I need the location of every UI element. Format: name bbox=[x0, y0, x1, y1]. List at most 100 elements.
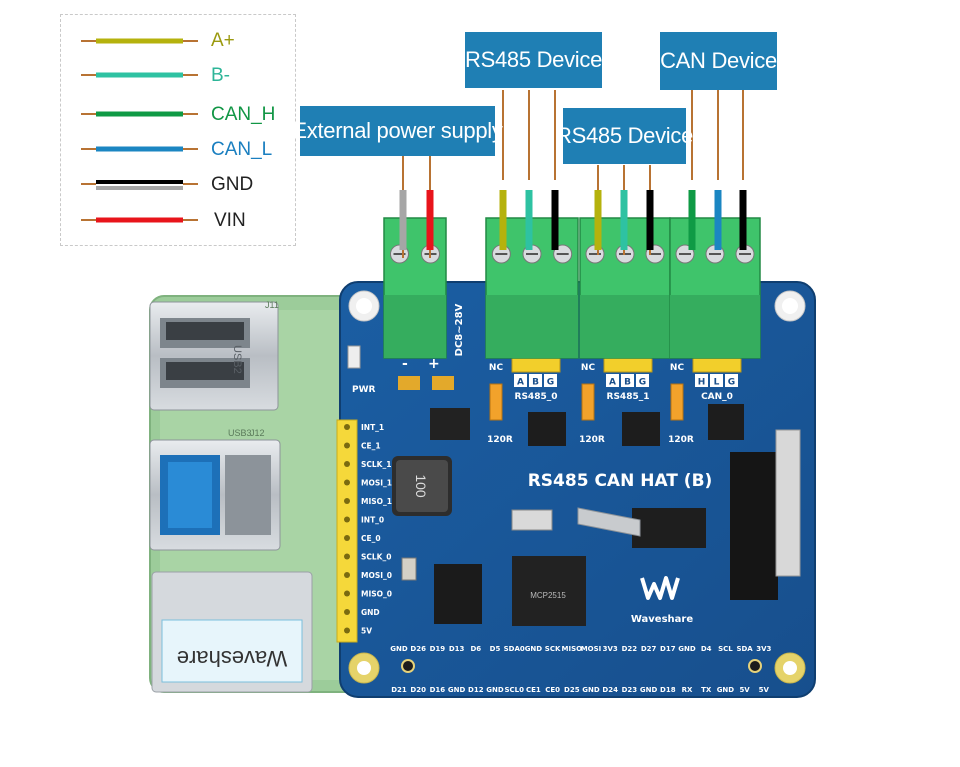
rs485-1-terminal-block bbox=[579, 217, 671, 359]
gpio-top-label: D19 bbox=[430, 645, 446, 653]
gpio-bottom-label: CE0 bbox=[545, 686, 560, 694]
wire-b-minus-0 bbox=[525, 190, 533, 250]
left-pin-label: CE_0 bbox=[361, 534, 381, 543]
left-pin-header bbox=[336, 419, 358, 643]
port-pin-label: H bbox=[698, 378, 706, 388]
gpio-top-label: GND bbox=[678, 645, 696, 653]
left-pin bbox=[344, 498, 350, 504]
wire-gnd-0 bbox=[551, 190, 559, 250]
port-pin-label: G bbox=[639, 378, 646, 388]
usb2-port bbox=[149, 301, 279, 411]
port-label-can-0: CAN_0 bbox=[701, 392, 733, 402]
nc-label: NC bbox=[670, 363, 685, 373]
gpio-header-pin bbox=[401, 659, 415, 673]
port-pin-label: G bbox=[728, 378, 735, 388]
power-inductor: 100 bbox=[392, 456, 452, 516]
left-pin bbox=[344, 479, 350, 486]
port-label-rs485-0: RS485_0 bbox=[515, 392, 558, 402]
callout-can-device: CAN Device bbox=[660, 32, 777, 90]
rs485-can-hat-board: RS485 CAN HAT (B) Waveshare DC8~28V PWR … bbox=[336, 281, 816, 698]
left-pin bbox=[344, 590, 350, 597]
pwr-led bbox=[347, 345, 361, 369]
pwr-label: PWR bbox=[352, 385, 376, 395]
left-pin bbox=[344, 553, 350, 560]
legend-label-a-plus: A+ bbox=[211, 30, 235, 51]
wire-vin-power bbox=[426, 190, 434, 250]
termination-resistor-label: 120R bbox=[668, 435, 694, 445]
left-pin-label: MOSI_0 bbox=[361, 571, 392, 580]
nc-label: NC bbox=[489, 363, 504, 373]
mounting-holes bbox=[348, 290, 806, 684]
port-pin-box bbox=[529, 374, 542, 387]
nc-label: NC bbox=[581, 363, 596, 373]
electrolytic-capacitors bbox=[398, 376, 454, 581]
gpio-bottom-label: D18 bbox=[660, 686, 676, 694]
wire-legend: A+ B- CAN_H CAN_L GND VIN bbox=[60, 14, 296, 246]
wire-can-l bbox=[714, 190, 722, 250]
terminal-lower bbox=[580, 295, 670, 358]
left-pin bbox=[344, 442, 350, 449]
left-pin bbox=[344, 627, 350, 634]
legend-label-gnd: GND bbox=[211, 174, 254, 195]
left-pin bbox=[344, 609, 350, 615]
gpio-top-label: SCL bbox=[718, 645, 733, 653]
port-pin-label: B bbox=[624, 378, 631, 388]
wire-b-minus-1 bbox=[620, 190, 628, 250]
legend-label-b-minus: B- bbox=[211, 65, 230, 86]
gpio-bottom-label: GND bbox=[717, 686, 735, 694]
gpio-top-label: SDA0 bbox=[504, 645, 525, 653]
gpio-bottom-label: CE1 bbox=[526, 686, 541, 694]
pi-label-j11: J11 bbox=[265, 300, 279, 310]
gpio-top-label: GND bbox=[525, 645, 543, 653]
gpio-top-label: D5 bbox=[490, 645, 501, 653]
rs485-0-terminal-block bbox=[485, 217, 579, 359]
gpio-top-label: D4 bbox=[701, 645, 712, 653]
gpio-bottom-label: TX bbox=[701, 686, 712, 694]
gpio-bottom-label: D24 bbox=[602, 686, 618, 694]
wire-a-plus-1 bbox=[594, 190, 602, 250]
gpio-top-label: D6 bbox=[470, 645, 481, 653]
gpio-header-pin bbox=[748, 659, 762, 673]
terminal-lower bbox=[670, 295, 760, 358]
left-pin bbox=[344, 516, 350, 523]
gpio-top-label: 3V3 bbox=[756, 645, 771, 653]
left-pin bbox=[344, 535, 350, 541]
callout-rs485-device-1: RS485 Device bbox=[465, 32, 602, 88]
polarity-plus: + bbox=[428, 356, 440, 372]
left-pin bbox=[344, 461, 350, 467]
inductor-label: 100 bbox=[413, 474, 429, 498]
pi-label-usb2: USB2 bbox=[231, 345, 243, 374]
left-pin-label: INT_1 bbox=[361, 423, 384, 432]
legend-label-vin: VIN bbox=[214, 210, 246, 231]
integrated-circuits: MCP2515 bbox=[430, 404, 778, 626]
gpio-top-label: GND bbox=[390, 645, 408, 653]
gpio-top-label: D13 bbox=[449, 645, 465, 653]
terminal-lower bbox=[384, 295, 446, 358]
callout-external-power-supply: External power supply bbox=[292, 106, 503, 156]
gpio-bottom-label: 5V bbox=[759, 686, 770, 694]
pi-label-usb3: USB3 bbox=[228, 428, 252, 438]
gpio-top-label: D22 bbox=[622, 645, 638, 653]
gpio-top-label: SDA bbox=[736, 645, 753, 653]
port-pin-label: G bbox=[547, 378, 554, 388]
left-pin-label: SCLK_0 bbox=[361, 553, 391, 562]
crystal-oscillator bbox=[577, 507, 641, 537]
gpio-top-label: D26 bbox=[410, 645, 426, 653]
gpio-bottom-label: D16 bbox=[430, 686, 446, 694]
port-pin-label: A bbox=[517, 378, 524, 388]
pi-label-j12: J12 bbox=[250, 428, 265, 438]
mcp2515-chip-label: MCP2515 bbox=[530, 591, 566, 600]
left-pin bbox=[344, 424, 350, 430]
gpio-bottom-label: SCL0 bbox=[504, 686, 524, 694]
gpio-top-label: SCK bbox=[545, 645, 561, 653]
gpio-top-label: 3V3 bbox=[603, 645, 618, 653]
termination-resistor-label: 120R bbox=[487, 435, 513, 445]
left-pin-label: SCLK_1 bbox=[361, 460, 391, 469]
wire-can-h bbox=[688, 190, 696, 250]
ribbon-connector bbox=[775, 429, 801, 577]
gpio-bottom-label: D12 bbox=[468, 686, 484, 694]
termination-jumper bbox=[581, 383, 595, 421]
left-pin-label: INT_0 bbox=[361, 516, 384, 525]
termination-resistor-label: 120R bbox=[579, 435, 605, 445]
